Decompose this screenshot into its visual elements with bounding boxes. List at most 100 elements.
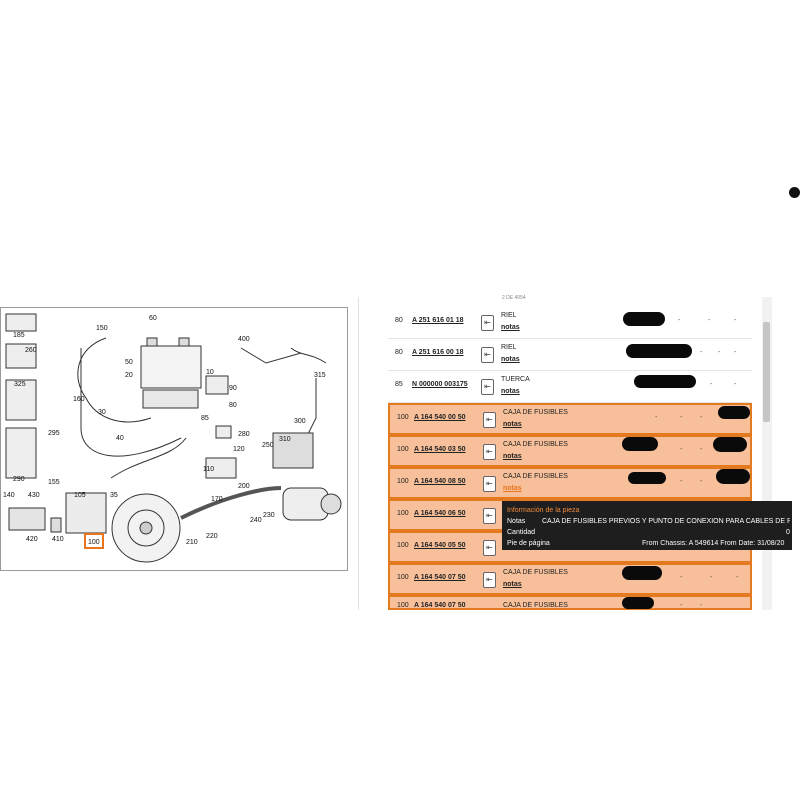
callout[interactable]: 170: [211, 496, 223, 503]
reference-return-icon[interactable]: ⇤: [483, 412, 496, 428]
callout[interactable]: 430: [28, 492, 40, 499]
part-description: TUERCA: [501, 376, 530, 383]
part-description: RIEL: [501, 344, 517, 351]
callout[interactable]: 295: [48, 430, 60, 437]
reference-return-icon[interactable]: ⇤: [481, 315, 494, 331]
redaction-mark: [623, 312, 665, 326]
scrollbar-thumb[interactable]: [763, 322, 770, 422]
callout[interactable]: 280: [238, 431, 250, 438]
position-number: 100: [397, 574, 409, 581]
reference-return-icon[interactable]: ⇤: [481, 347, 494, 363]
callout-highlighted[interactable]: 100: [84, 533, 104, 549]
callout[interactable]: 20: [125, 372, 133, 379]
callout[interactable]: 185: [13, 332, 25, 339]
callout[interactable]: 105: [74, 492, 86, 499]
cell-dash: -: [680, 602, 683, 609]
callout[interactable]: 140: [3, 492, 15, 499]
callout[interactable]: 420: [26, 536, 38, 543]
notes-link[interactable]: notas: [501, 356, 520, 363]
callout[interactable]: 155: [48, 479, 60, 486]
table-row[interactable]: 80 A 251 616 00 18 ⇤ RIEL notas - - -: [388, 340, 752, 371]
callout[interactable]: 410: [52, 536, 64, 543]
cell-dash: -: [655, 414, 658, 421]
callout[interactable]: 310: [279, 436, 291, 443]
callout[interactable]: 210: [186, 539, 198, 546]
callout[interactable]: 200: [238, 483, 250, 490]
cell-dash: -: [680, 446, 683, 453]
notas-value: CAJA DE FUSIBLES PREVIOS Y PUNTO DE CONE…: [542, 518, 790, 525]
callout[interactable]: 35: [110, 492, 118, 499]
callout[interactable]: 240: [250, 517, 262, 524]
reference-return-icon[interactable]: ⇤: [483, 476, 496, 492]
table-row-highlighted[interactable]: 100 A 164 540 03 50 ⇤ CAJA DE FUSIBLES n…: [388, 435, 752, 467]
callout[interactable]: 10: [206, 369, 214, 376]
notes-link[interactable]: notas: [501, 324, 520, 331]
cell-dash: -: [680, 478, 683, 485]
cell-dash: -: [734, 349, 737, 356]
callout[interactable]: 30: [98, 409, 106, 416]
part-number-link[interactable]: A 164 540 06 50: [414, 510, 466, 517]
table-row-highlighted[interactable]: 100 A 164 540 08 50 ⇤ CAJA DE FUSIBLES n…: [388, 467, 752, 499]
callout[interactable]: 290: [13, 476, 25, 483]
notes-link[interactable]: notas: [503, 453, 522, 460]
part-number-link[interactable]: A 164 540 03 50: [414, 446, 466, 453]
callout[interactable]: 40: [116, 435, 124, 442]
callout[interactable]: 90: [229, 385, 237, 392]
reference-return-icon[interactable]: ⇤: [483, 540, 496, 556]
part-number-link[interactable]: A 164 540 05 50: [414, 542, 466, 549]
callout[interactable]: 50: [125, 359, 133, 366]
position-number: 80: [395, 349, 403, 356]
part-number-link[interactable]: A 164 540 08 50: [414, 478, 466, 485]
part-info-tooltip: Información de la pieza Notas CAJA DE FU…: [502, 501, 792, 550]
parts-diagram[interactable]: 185 260 325 290 295 150 60 50 20 400 160…: [0, 307, 348, 571]
callout[interactable]: 60: [149, 315, 157, 322]
callout[interactable]: 250: [262, 442, 274, 449]
cell-dash: -: [678, 317, 681, 324]
part-number-link[interactable]: A 251 616 01 18: [412, 317, 464, 324]
callout[interactable]: 400: [238, 336, 250, 343]
notes-link[interactable]: notas: [503, 421, 522, 428]
callout[interactable]: 160: [73, 396, 85, 403]
cell-dash: -: [708, 317, 711, 324]
part-description: CAJA DE FUSIBLES: [503, 569, 568, 576]
redaction-mark: [718, 406, 750, 419]
callout[interactable]: 110: [203, 466, 215, 473]
position-number: 100: [397, 542, 409, 549]
redaction-mark: [713, 437, 747, 452]
redaction-mark: [622, 437, 658, 451]
scrollbar-track[interactable]: [762, 297, 772, 610]
callout[interactable]: 325: [14, 381, 26, 388]
position-number: 85: [395, 381, 403, 388]
table-row[interactable]: 85 N 000000 003175 ⇤ TUERCA notas - -: [388, 372, 752, 403]
reference-return-icon[interactable]: ⇤: [483, 444, 496, 460]
callout[interactable]: 300: [294, 418, 306, 425]
part-number-link[interactable]: A 164 540 07 50: [414, 574, 466, 581]
table-row-highlighted[interactable]: 100 A 164 540 07 50 ⇤ CAJA DE FUSIBLES n…: [388, 563, 752, 595]
callout[interactable]: 220: [206, 533, 218, 540]
reference-return-icon[interactable]: ⇤: [481, 379, 494, 395]
cell-dash: -: [710, 381, 713, 388]
callout[interactable]: 230: [263, 512, 275, 519]
notes-link[interactable]: notas: [503, 485, 522, 492]
table-row-highlighted[interactable]: 100 A 164 540 00 50 ⇤ CAJA DE FUSIBLES n…: [388, 403, 752, 435]
part-number-link[interactable]: A 251 616 00 18: [412, 349, 464, 356]
callout[interactable]: 120: [233, 446, 245, 453]
table-row-highlighted[interactable]: 100 A 164 540 07 50 CAJA DE FUSIBLES - -: [388, 595, 752, 610]
part-number-link[interactable]: A 164 540 00 50: [414, 414, 466, 421]
callout[interactable]: 150: [96, 325, 108, 332]
position-number: 100: [397, 414, 409, 421]
reference-return-icon[interactable]: ⇤: [483, 508, 496, 524]
position-number: 100: [397, 478, 409, 485]
part-number-link[interactable]: N 000000 003175: [412, 381, 468, 388]
part-number-link[interactable]: A 164 540 07 50: [414, 602, 466, 609]
notes-link[interactable]: notas: [503, 581, 522, 588]
callout[interactable]: 85: [201, 415, 209, 422]
notes-link[interactable]: notas: [501, 388, 520, 395]
callout[interactable]: 80: [229, 402, 237, 409]
table-row[interactable]: 80 A 251 616 01 18 ⇤ RIEL notas - - -: [388, 308, 752, 339]
callout[interactable]: 315: [314, 372, 326, 379]
position-number: 100: [397, 446, 409, 453]
position-number: 80: [395, 317, 403, 324]
callout[interactable]: 260: [25, 347, 37, 354]
reference-return-icon[interactable]: ⇤: [483, 572, 496, 588]
